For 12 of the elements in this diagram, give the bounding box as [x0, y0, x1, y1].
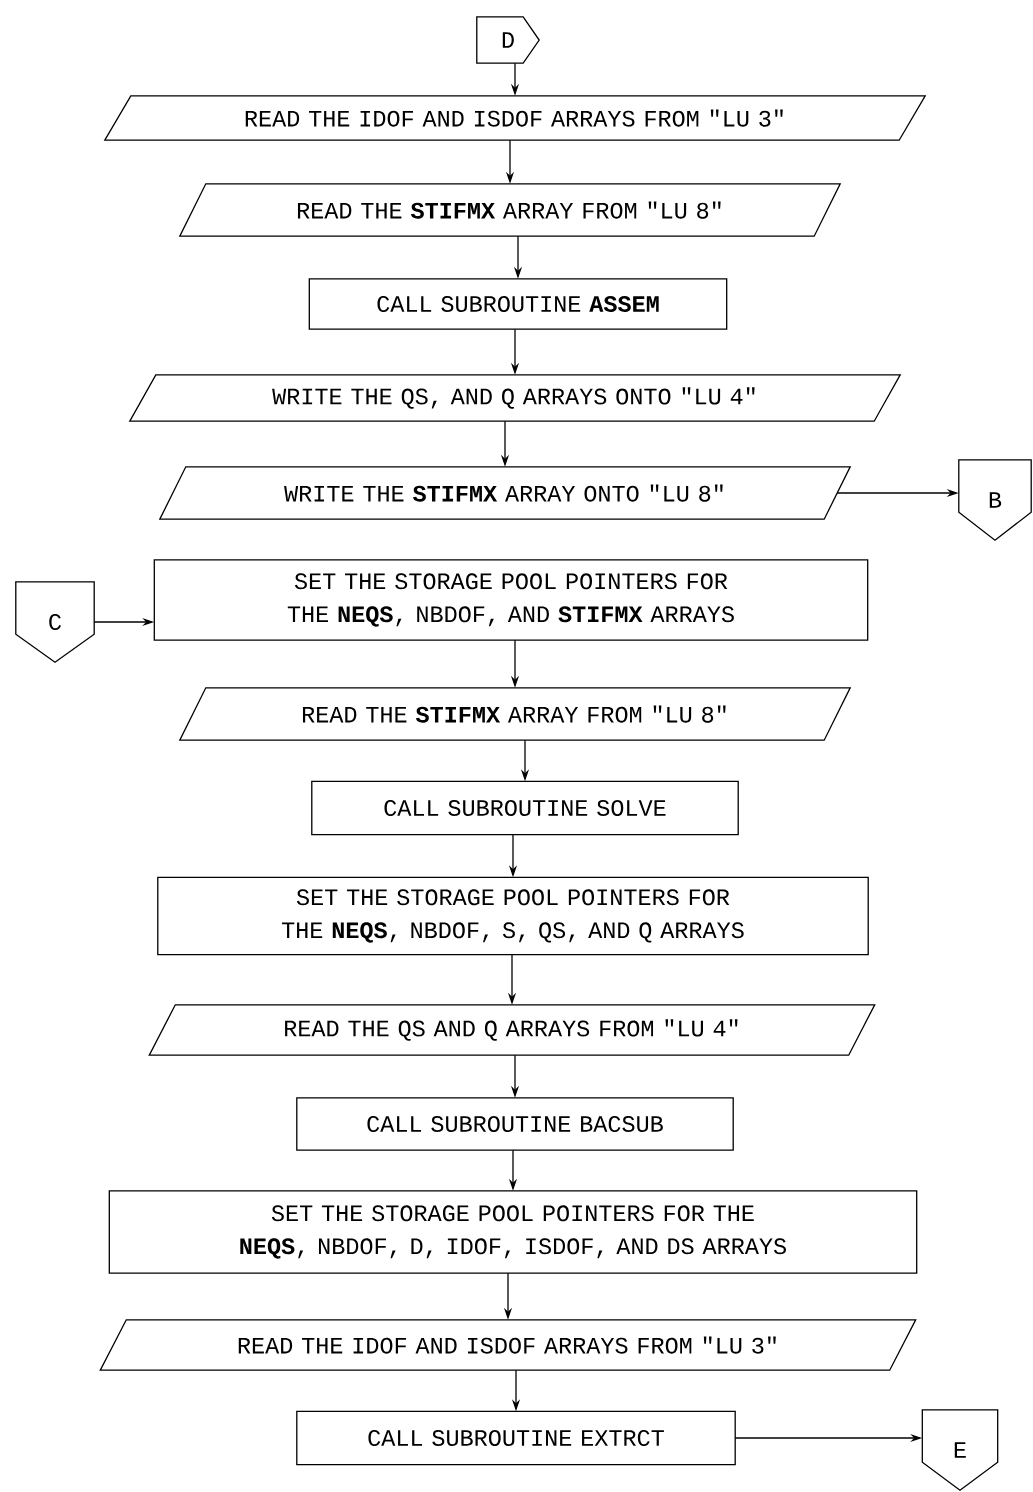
- process-box: CALL SUBROUTINE BACSUB: [296, 1097, 734, 1151]
- off-page-connector: C: [15, 581, 95, 663]
- process-box: CALL SUBROUTINE EXTRCT: [296, 1410, 736, 1466]
- process-box: SET THE STORAGE POOL POINTERS FOR THE NEQS, NBDOF, D, IDOF, ISDOF, AND DS ARRAYS: [108, 1190, 918, 1274]
- io-parallelogram: READ THE QS AND Q ARRAYS FROM "LU 4": [148, 1004, 876, 1056]
- off-page-connector: E: [921, 1409, 999, 1491]
- process-box: CALL SUBROUTINE ASSEM: [308, 278, 728, 330]
- process-box: SET THE STORAGE POOL POINTERS FOR THE NEQS, NBDOF, AND STIFMX ARRAYS: [153, 559, 869, 641]
- io-parallelogram: READ THE IDOF AND ISDOF ARRAYS FROM "LU 3": [99, 1319, 917, 1371]
- process-box: SET THE STORAGE POOL POINTERS FOR THE NEQS, NBDOF, S, QS, AND Q ARRAYS: [157, 876, 869, 956]
- off-page-connector: B: [958, 459, 1032, 542]
- process-box: CALL SUBROUTINE SOLVE: [311, 780, 739, 836]
